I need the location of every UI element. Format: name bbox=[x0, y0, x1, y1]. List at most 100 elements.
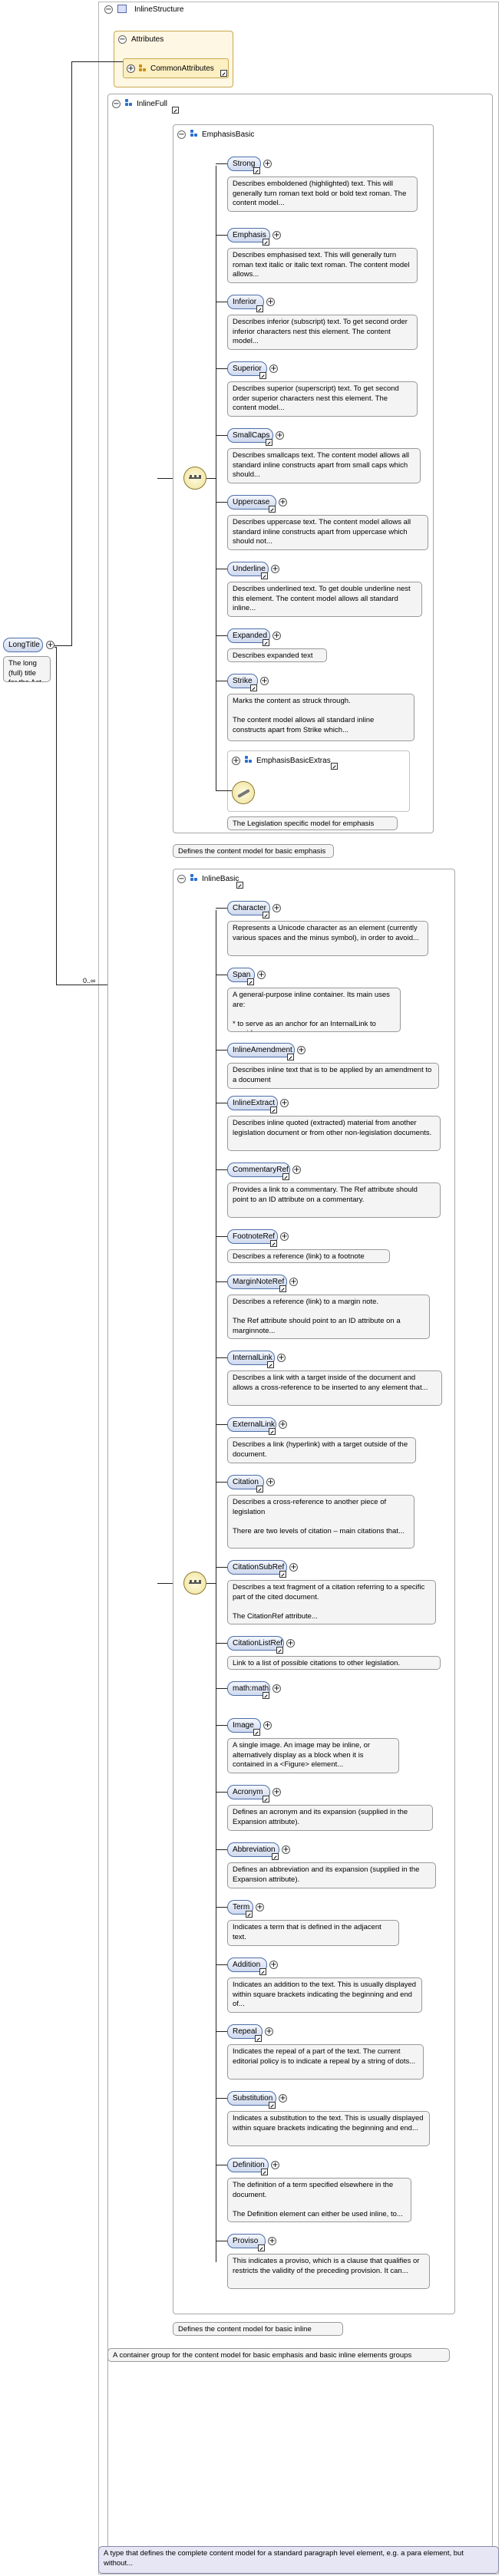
element-ref-icon[interactable] bbox=[266, 439, 272, 446]
element-ref-icon[interactable] bbox=[259, 372, 266, 379]
element-expand-button[interactable]: + bbox=[279, 498, 287, 506]
any-element-wildcard[interactable] bbox=[232, 781, 255, 804]
element-expand-button[interactable]: + bbox=[272, 904, 281, 912]
emphasis-element-superior[interactable]: Superior bbox=[227, 361, 267, 376]
inline-element-abbreviation[interactable]: Abbreviation bbox=[227, 1842, 279, 1857]
element-ref-icon[interactable] bbox=[276, 1647, 283, 1654]
element-ref-icon[interactable] bbox=[247, 978, 254, 985]
long-title-expand[interactable]: + bbox=[46, 641, 54, 649]
element-ref-icon[interactable] bbox=[263, 639, 269, 646]
element-ref-icon[interactable] bbox=[258, 2245, 265, 2251]
inline-basic-ref-icon[interactable] bbox=[236, 882, 243, 889]
element-expand-button[interactable]: + bbox=[272, 632, 281, 640]
element-expand-button[interactable]: + bbox=[256, 1903, 264, 1911]
element-expand-button[interactable]: + bbox=[263, 1721, 272, 1730]
inline-element-math-math[interactable]: math:math bbox=[227, 1681, 270, 1696]
inline-element-inlineextract[interactable]: InlineExtract bbox=[227, 1096, 278, 1110]
element-expand-button[interactable]: + bbox=[272, 1684, 281, 1693]
common-attributes-ref-icon[interactable] bbox=[220, 70, 227, 77]
element-ref-icon[interactable] bbox=[246, 1911, 253, 1918]
element-expand-button[interactable]: + bbox=[271, 2161, 279, 2169]
element-expand-button[interactable]: + bbox=[280, 1232, 289, 1241]
inline-element-citation[interactable]: Citation bbox=[227, 1475, 264, 1489]
element-ref-icon[interactable] bbox=[256, 1486, 263, 1492]
element-expand-button[interactable]: + bbox=[277, 1354, 286, 1362]
element-expand-button[interactable]: + bbox=[297, 1046, 305, 1054]
emphasis-basic-collapse-toggle[interactable]: − bbox=[177, 130, 186, 139]
inline-basic-choice[interactable] bbox=[183, 1572, 206, 1595]
emphasis-basic-extras-expand[interactable]: + bbox=[232, 757, 240, 765]
element-expand-button[interactable]: + bbox=[271, 565, 279, 573]
emphasis-element-uppercase[interactable]: Uppercase bbox=[227, 495, 276, 510]
element-ref-icon[interactable] bbox=[287, 1054, 294, 1060]
element-expand-button[interactable]: + bbox=[289, 1563, 298, 1572]
inline-element-image[interactable]: Image bbox=[227, 1718, 261, 1733]
element-expand-button[interactable]: + bbox=[276, 431, 284, 440]
element-expand-button[interactable]: + bbox=[263, 160, 272, 168]
element-ref-icon[interactable] bbox=[250, 684, 257, 691]
inline-full-ref-icon[interactable] bbox=[172, 107, 179, 114]
emphasis-element-expanded[interactable]: Expanded bbox=[227, 628, 270, 643]
element-ref-icon[interactable] bbox=[279, 1571, 286, 1578]
emphasis-element-inferior[interactable]: Inferior bbox=[227, 295, 264, 309]
element-expand-button[interactable]: + bbox=[265, 2027, 273, 2036]
inline-element-repeal[interactable]: Repeal bbox=[227, 2024, 263, 2039]
element-expand-button[interactable]: + bbox=[279, 1420, 287, 1429]
inline-element-internallink[interactable]: InternalLink bbox=[227, 1351, 275, 1365]
inline-element-externallink[interactable]: ExternalLink bbox=[227, 1417, 276, 1432]
element-ref-icon[interactable] bbox=[259, 1968, 266, 1975]
common-attributes-expand[interactable]: + bbox=[127, 64, 135, 73]
inline-element-footnoteref[interactable]: FootnoteRef bbox=[227, 1229, 278, 1244]
attributes-collapse-toggle[interactable]: − bbox=[118, 35, 127, 44]
inline-element-definition[interactable]: Definition bbox=[227, 2158, 269, 2172]
element-ref-icon[interactable] bbox=[256, 305, 263, 312]
element-ref-icon[interactable] bbox=[253, 1729, 260, 1736]
emphasis-element-emphasis[interactable]: Emphasis bbox=[227, 228, 270, 242]
element-ref-icon[interactable] bbox=[255, 2035, 262, 2042]
element-expand-button[interactable]: + bbox=[282, 1845, 290, 1854]
element-ref-icon[interactable] bbox=[279, 1285, 286, 1292]
inline-element-addition[interactable]: Addition bbox=[227, 1958, 267, 1972]
element-ref-icon[interactable] bbox=[253, 167, 260, 174]
root-collapse-toggle[interactable]: − bbox=[104, 5, 113, 14]
inline-element-commentaryref[interactable]: CommentaryRef bbox=[227, 1163, 290, 1177]
inline-element-citationsubref[interactable]: CitationSubRef bbox=[227, 1560, 287, 1575]
emphasis-element-underline[interactable]: Underline bbox=[227, 562, 269, 576]
element-ref-icon[interactable] bbox=[269, 2102, 276, 2109]
element-expand-button[interactable]: + bbox=[280, 1099, 289, 1107]
element-expand-button[interactable]: + bbox=[266, 298, 275, 306]
element-expand-button[interactable]: + bbox=[286, 1639, 295, 1648]
element-expand-button[interactable]: + bbox=[269, 1961, 278, 1969]
inline-element-acronym[interactable]: Acronym bbox=[227, 1785, 270, 1799]
element-expand-button[interactable]: + bbox=[260, 677, 269, 685]
element-ref-icon[interactable] bbox=[270, 1240, 277, 1247]
inline-element-character[interactable]: Character bbox=[227, 901, 270, 915]
inline-element-citationlistref[interactable]: CitationListRef bbox=[227, 1636, 284, 1651]
element-ref-icon[interactable] bbox=[282, 1173, 289, 1180]
element-expand-button[interactable]: + bbox=[289, 1278, 298, 1286]
element-ref-icon[interactable] bbox=[263, 1692, 269, 1699]
element-long-title[interactable]: LongTitle bbox=[3, 638, 43, 652]
element-ref-icon[interactable] bbox=[269, 506, 276, 513]
element-expand-button[interactable]: + bbox=[268, 2237, 276, 2245]
element-expand-button[interactable]: + bbox=[272, 1788, 281, 1796]
element-expand-button[interactable]: + bbox=[266, 1478, 275, 1486]
element-expand-button[interactable]: + bbox=[279, 2094, 287, 2103]
element-ref-icon[interactable] bbox=[269, 1428, 276, 1435]
emphasis-basic-choice[interactable] bbox=[183, 467, 206, 490]
element-ref-icon[interactable] bbox=[263, 239, 269, 246]
element-ref-icon[interactable] bbox=[267, 1361, 274, 1368]
inline-element-marginnoteref[interactable]: MarginNoteRef bbox=[227, 1275, 287, 1289]
element-ref-icon[interactable] bbox=[263, 912, 269, 919]
emphasis-element-smallcaps[interactable]: SmallCaps bbox=[227, 428, 273, 443]
element-ref-icon[interactable] bbox=[270, 1107, 277, 1113]
element-expand-button[interactable]: + bbox=[272, 231, 281, 239]
inline-element-inlineamendment[interactable]: InlineAmendment bbox=[227, 1043, 295, 1057]
emphasis-element-strong[interactable]: Strong bbox=[227, 157, 261, 171]
element-expand-button[interactable]: + bbox=[269, 364, 278, 373]
emphasis-basic-extras-ref-icon[interactable] bbox=[331, 763, 338, 770]
inline-full-collapse-toggle[interactable]: − bbox=[112, 100, 121, 108]
inline-element-proviso[interactable]: Proviso bbox=[227, 2234, 266, 2248]
inline-element-substitution[interactable]: Substitution bbox=[227, 2091, 276, 2106]
element-ref-icon[interactable] bbox=[263, 1796, 269, 1803]
